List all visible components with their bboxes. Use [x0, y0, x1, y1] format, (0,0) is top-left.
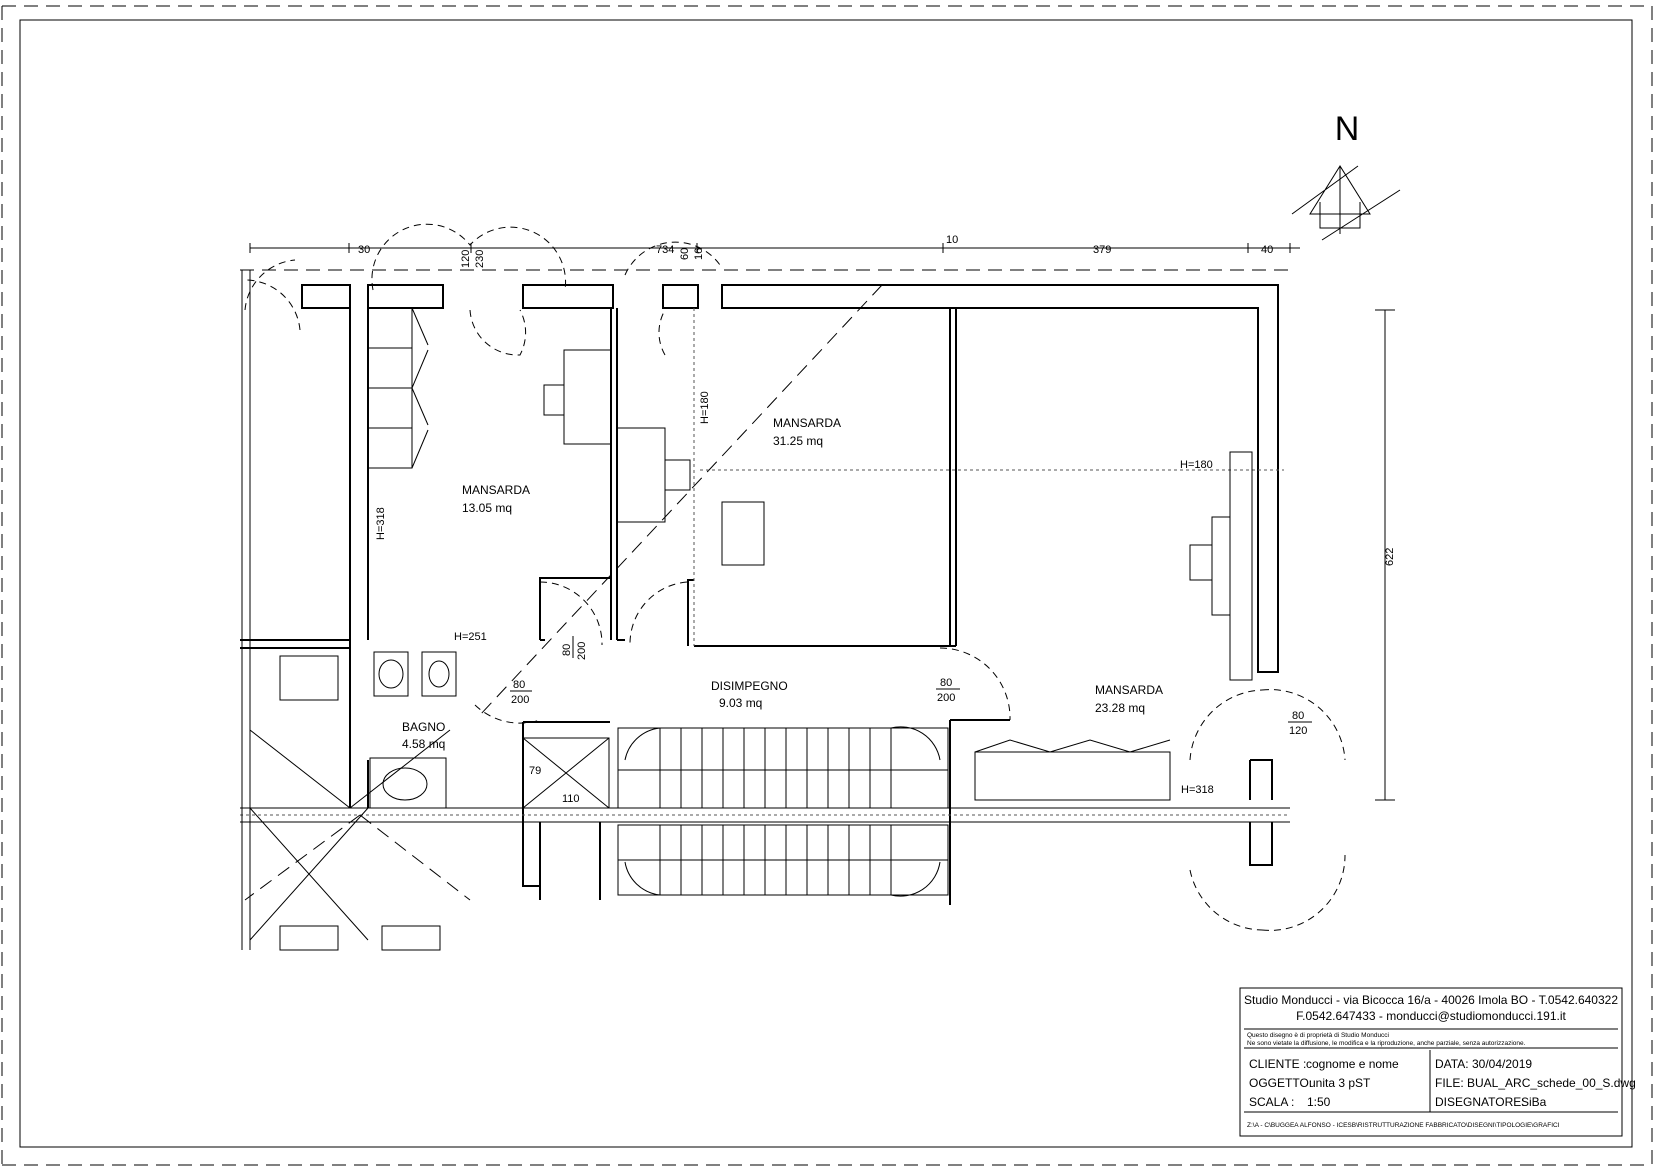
- data-value: 30/04/2019: [1472, 1057, 1532, 1071]
- room-bagno-name: BAGNO: [402, 720, 445, 734]
- north-label: N: [1335, 110, 1360, 148]
- cliente-label: CLIENTE :: [1249, 1057, 1306, 1071]
- data-label: DATA:: [1435, 1057, 1469, 1071]
- door-bagno-width: 80: [513, 679, 525, 691]
- disegnatore-label: DISEGNATORE:: [1435, 1095, 1525, 1109]
- door-labels: 80 200 80 200 80 200 80 120: [510, 636, 1312, 737]
- height-180-vertical: H=180: [699, 391, 711, 424]
- construction-lines: [240, 269, 1290, 941]
- height-labels: H=318 H=180 H=180 H=251 H=318: [375, 391, 1214, 796]
- dim-10: 10: [946, 234, 958, 246]
- sheet-border: [1, 5, 1653, 1166]
- room-labels: MANSARDA 13.05 mq MANSARDA 31.25 mq MANS…: [402, 416, 1163, 751]
- dim-30: 30: [358, 244, 370, 256]
- shower-label-79: 79: [529, 765, 541, 777]
- room-mansarda-west-area: 13.05 mq: [462, 501, 512, 515]
- scala-value: 1:50: [1307, 1095, 1331, 1109]
- height-180-east: H=180: [1180, 459, 1213, 471]
- height-318-east: H=318: [1181, 784, 1214, 796]
- dim-120: 120: [460, 250, 472, 268]
- door-exterior-width: 80: [1292, 710, 1304, 722]
- door-mansarda-east-height: 200: [937, 692, 955, 704]
- notice-line-2: Ne sono vietate la diffusione, le modifi…: [1247, 1040, 1526, 1047]
- dim-40: 40: [1261, 244, 1273, 256]
- height-318-vertical: H=318: [375, 507, 387, 540]
- door-mansarda-east-width: 80: [940, 677, 952, 689]
- dimension-chain-top: 30 120 230 734 60 16 10 379 40: [249, 234, 1300, 268]
- shower-label-110: 110: [562, 793, 580, 805]
- door-swings: [244, 223, 1346, 931]
- door-mansarda-west-width: 80: [561, 644, 573, 656]
- dim-230: 230: [474, 250, 486, 268]
- file-value: BUAL_ARC_schede_00_S.dwg: [1467, 1076, 1636, 1090]
- dimension-vertical-622: 622: [1375, 309, 1396, 801]
- door-mansarda-west-height: 200: [576, 642, 588, 660]
- height-251: H=251: [454, 631, 487, 643]
- oggetto-value: unita 3 pST: [1309, 1076, 1371, 1090]
- cliente-value: cognome e nome: [1306, 1057, 1399, 1071]
- room-mansarda-west-name: MANSARDA: [462, 483, 530, 497]
- north-arrow-icon: N: [1291, 110, 1401, 241]
- dim-16: 16: [693, 248, 705, 260]
- dim-734: 734: [656, 244, 674, 256]
- room-disimpegno-name: DISIMPEGNO: [711, 679, 788, 693]
- disegnatore-value: SiBa: [1521, 1095, 1547, 1109]
- furniture-east: [974, 451, 1253, 801]
- room-mansarda-east-name: MANSARDA: [1095, 683, 1163, 697]
- studio-line-1: Studio Monducci - via Bicocca 16/a - 400…: [1244, 993, 1618, 1007]
- room-mansarda-east-area: 23.28 mq: [1095, 701, 1145, 715]
- room-disimpegno-area: 9.03 mq: [719, 696, 762, 710]
- oggetto-label: OGGETTO:: [1249, 1076, 1312, 1090]
- dim-622: 622: [1384, 548, 1396, 566]
- dim-60: 60: [679, 248, 691, 260]
- file-path: Z:\A - C\BUGGEA ALFONSO - ICESB\RISTRUTT…: [1247, 1122, 1560, 1129]
- dim-379: 379: [1093, 244, 1111, 256]
- door-exterior-height: 120: [1289, 725, 1307, 737]
- room-mansarda-center-area: 31.25 mq: [773, 434, 823, 448]
- room-mansarda-center-name: MANSARDA: [773, 416, 841, 430]
- studio-line-2: F.0542.647433 - monducci@studiomonducci.…: [1296, 1009, 1566, 1023]
- door-bagno-height: 200: [511, 694, 529, 706]
- room-bagno-area: 4.58 mq: [402, 737, 445, 751]
- scala-label: SCALA :: [1249, 1095, 1294, 1109]
- bathroom-fixtures: [279, 651, 457, 951]
- stairs-and-shower: 79 110: [522, 726, 949, 897]
- notice-line-1: Questo disegno è di proprietà di Studio …: [1247, 1032, 1389, 1039]
- file-label: FILE:: [1435, 1076, 1464, 1090]
- title-block: Studio Monducci - via Bicocca 16/a - 400…: [1239, 987, 1636, 1137]
- furniture-west: [367, 307, 765, 566]
